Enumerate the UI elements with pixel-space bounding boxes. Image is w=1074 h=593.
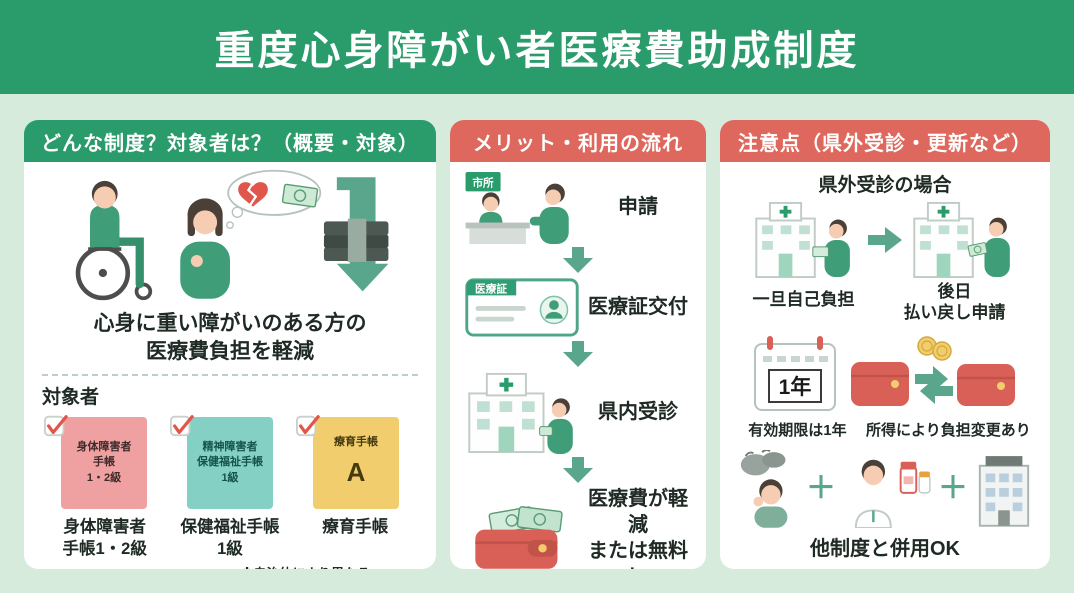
doctor-medicine-icon — [842, 450, 932, 529]
overview-summary: 心身に重い障がいのある方の 医療費負担を軽減 — [93, 312, 367, 363]
flow-step-label-benefit: 医療費が軽減 または無料に — [588, 488, 688, 569]
title-banner: 重度心身障がい者医療費助成制度 — [0, 0, 1074, 94]
panel-notes: 注意点（県外受診・更新など） 県外受診の場合 — [720, 120, 1050, 569]
sick-person-icon — [736, 450, 800, 529]
application-counter-icon: 市所 — [462, 170, 582, 244]
pay-first-label: 一旦自己負担 — [752, 290, 855, 309]
handbook-card-mental: 精神障害者 保健福祉手帳 1級 — [187, 417, 273, 510]
refund-hospital-icon — [910, 201, 1018, 279]
overview-illustration — [42, 168, 418, 308]
income-limit-note: ※自治体により異なる 所得制限あり — [193, 565, 418, 569]
section-renewal: 1年 — [734, 334, 1036, 441]
panel-overview-header: どんな制度？対象者は？（概要・対象） — [24, 120, 436, 162]
caregiver-woman-icon — [180, 198, 230, 299]
down-arrow-icon — [563, 457, 593, 483]
check-icon — [296, 413, 320, 437]
hospital-icon — [462, 370, 582, 454]
check-icon — [170, 413, 194, 437]
handbook-card-physical: 身体障害者 手帳 1・2級 — [61, 417, 147, 510]
card-label-ryoiku: 療育手帳 — [322, 518, 389, 537]
income-change-label: 所得により負担変更あり — [866, 421, 1031, 439]
right-arrow-icon — [868, 227, 902, 253]
panel-flow-body: 市所 申請 — [450, 162, 706, 569]
refund-label: 後日 払い戻し申請 — [903, 282, 1006, 323]
flow-step-label-certificate: 医療証交付 — [588, 296, 688, 318]
panel-notes-body: 県外受診の場合 — [720, 162, 1050, 561]
divider — [42, 374, 418, 377]
card-label-physical: 身体障害者 手帳1・2級 — [62, 518, 147, 558]
flow-step-visit: 県内受診 — [462, 370, 694, 454]
flow-step-benefit: 医療費が軽減 または無料に — [462, 486, 694, 569]
money-stack-icon — [323, 218, 389, 262]
wallet-money-icon — [462, 504, 582, 569]
columns: どんな制度？対象者は？（概要・対象） — [0, 94, 1074, 569]
down-arrow-icon — [563, 341, 593, 367]
institution-building-icon — [974, 450, 1034, 528]
handbook-card-ryoiku-title: 療育手帳 — [334, 436, 378, 449]
validity-label: 有効期限は1年 — [748, 421, 847, 439]
flow-step-certificate: 医療証 医療証交付 — [462, 276, 694, 338]
down-arrow-icon — [563, 247, 593, 273]
panel-notes-header: 注意点（県外受診・更新など） — [720, 120, 1050, 162]
flow-step-application: 市所 申請 — [462, 170, 694, 244]
medical-certificate-icon: 医療証 — [462, 276, 582, 338]
out-of-pref-title: 県外受診の場合 — [818, 175, 952, 196]
page-title: 重度心身障がい者医療費助成制度 — [214, 29, 860, 73]
handbook-card-ryoiku: 療育手帳 A — [313, 417, 399, 510]
plus-sign: ＋ — [938, 472, 968, 506]
handbook-card-group-ryoiku: 療育手帳 A — [296, 415, 416, 510]
target-heading: 対象者 — [42, 387, 100, 409]
handbook-card-group-mental: 精神障害者 保健福祉手帳 1級 — [170, 415, 290, 510]
worry-bubble-icon — [226, 169, 322, 230]
section-combination: ＋ — [734, 450, 1036, 561]
certificate-title-label: 医療証 — [475, 282, 507, 295]
flow-step-label-visit: 県内受診 — [598, 401, 678, 423]
handbook-card-group-physical: 身体障害者 手帳 1・2級 — [44, 415, 164, 510]
panel-overview-body: 心身に重い障がいのある方の 医療費負担を軽減 対象者 身体障害者 手帳 1・2級 — [24, 162, 436, 569]
combination-label: 他制度と併用OK — [810, 538, 960, 561]
flow-step-label-application: 申請 — [618, 196, 658, 218]
handbook-card-labels: 身体障害者 手帳1・2級 保健福祉手帳 1級 療育手帳 — [42, 517, 418, 560]
section-out-of-pref: 県外受診の場合 — [734, 170, 1036, 324]
panel-flow: メリット・利用の流れ 市所 — [450, 120, 706, 569]
handbook-cards: 身体障害者 手帳 1・2級 精神障害者 保健福祉手帳 1級 療育手帳 — [42, 415, 418, 510]
wallet-exchange-icon — [848, 334, 1020, 412]
panel-flow-header: メリット・利用の流れ — [450, 120, 706, 162]
check-icon — [44, 413, 68, 437]
counter-sign-label: 市所 — [472, 177, 494, 190]
wheelchair-person-icon — [75, 180, 153, 301]
banknote-icon — [281, 183, 319, 208]
calendar-year-label: 1年 — [779, 375, 812, 399]
plus-sign: ＋ — [806, 472, 836, 506]
handbook-card-ryoiku-grade: A — [346, 457, 366, 488]
panel-overview: どんな制度？対象者は？（概要・対象） — [24, 120, 436, 569]
card-label-mental: 保健福祉手帳 1級 — [180, 518, 280, 558]
calendar-icon: 1年 — [750, 334, 840, 412]
out-of-pref-hospital-icon — [752, 201, 860, 279]
